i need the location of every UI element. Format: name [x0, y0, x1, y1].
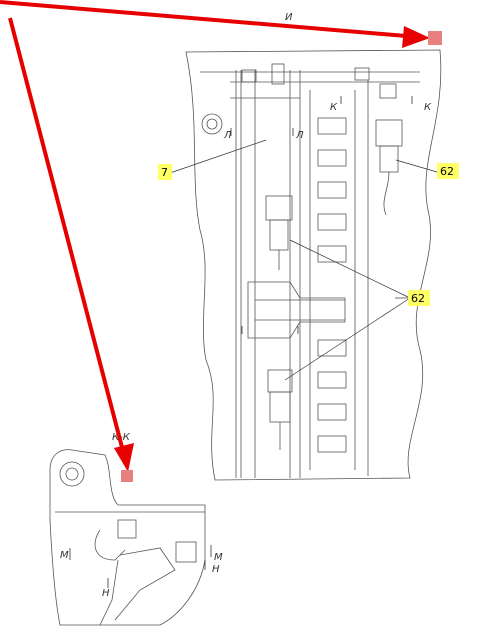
- center-bracket: [247, 281, 346, 339]
- main-view: [185, 49, 442, 481]
- callout-62-right: 62: [437, 163, 459, 179]
- connector-right: [375, 119, 403, 216]
- section-label-n-right: Н: [212, 564, 220, 575]
- arrow-to-detail: [8, 17, 126, 456]
- view-label-top: И: [285, 12, 293, 23]
- arrowhead-detail: [114, 443, 134, 472]
- leader-lines: [169, 139, 438, 381]
- connector-upper: [265, 195, 293, 270]
- detail-boss: [59, 461, 85, 487]
- section-label-k-left: К: [330, 102, 338, 113]
- section-label-l-left: Л: [223, 130, 232, 141]
- round-boss: [201, 113, 223, 135]
- callout-62-center: 62: [408, 290, 430, 306]
- main-view-outline: [185, 49, 442, 481]
- detail-view-outline: [49, 449, 206, 626]
- connector-lower: [267, 369, 293, 450]
- section-label-l-right: Л: [295, 130, 304, 141]
- svg-text:62: 62: [440, 165, 454, 178]
- ladder-slots: [317, 117, 347, 453]
- marker-detail: [121, 470, 133, 482]
- section-label-m-left: М: [60, 550, 69, 561]
- annotation-arrows: [0, 0, 442, 482]
- detail-section-marks: [69, 545, 212, 588]
- arrow-to-top-right: [0, 0, 419, 39]
- section-marks: [230, 96, 413, 334]
- detail-view: [49, 449, 206, 626]
- callout-7: 7: [158, 164, 172, 180]
- arrowhead-top-right: [402, 26, 430, 48]
- svg-text:62: 62: [411, 292, 425, 305]
- marker-top-right: [428, 31, 442, 45]
- svg-text:7: 7: [161, 166, 168, 179]
- section-label-k-right: К: [424, 102, 432, 113]
- section-label-n-left: Н: [102, 588, 110, 599]
- section-label-m-right: М: [214, 552, 223, 563]
